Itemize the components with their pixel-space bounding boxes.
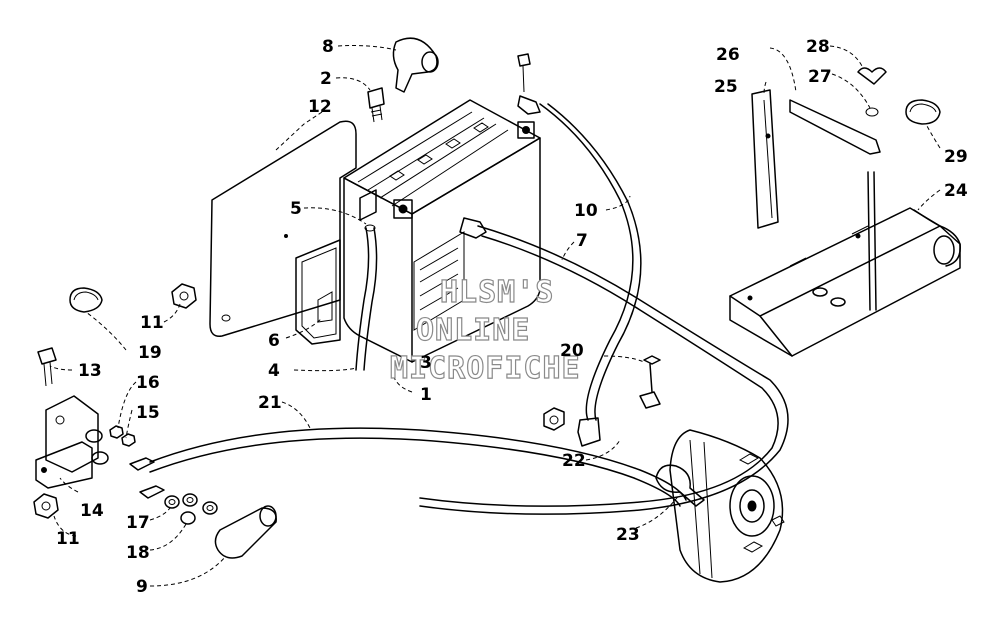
small-nut xyxy=(109,425,136,447)
callout-13: 13 xyxy=(78,361,102,381)
watermark-line-3: MICROFICHE xyxy=(390,351,581,386)
callout-9: 9 xyxy=(136,577,148,597)
hold-down-rod xyxy=(789,99,881,311)
callout-3: 3 xyxy=(420,353,432,373)
callout-26: 26 xyxy=(716,45,740,65)
callout-29: 29 xyxy=(944,147,968,167)
watermark-line-2: ONLINE xyxy=(416,313,530,348)
clip-right xyxy=(905,99,941,125)
callout-5: 5 xyxy=(290,199,302,219)
battery xyxy=(343,99,541,363)
callout-20: 20 xyxy=(560,341,584,361)
callout-6: 6 xyxy=(268,331,280,351)
callout-11-lower: 11 xyxy=(56,529,80,549)
callout-7: 7 xyxy=(576,231,588,251)
terminal-screw xyxy=(517,53,531,93)
starter-motor xyxy=(669,429,785,583)
callout-12: 12 xyxy=(308,97,332,117)
callout-22: 22 xyxy=(562,451,586,471)
callout-8: 8 xyxy=(322,37,334,57)
callout-23: 23 xyxy=(616,525,640,545)
negative-cable xyxy=(517,95,642,447)
solenoid-bolt xyxy=(37,347,57,387)
clip-left xyxy=(69,287,103,313)
starter-solenoid xyxy=(35,395,165,499)
nut-lower xyxy=(33,493,59,519)
callout-19: 19 xyxy=(138,343,162,363)
washers xyxy=(164,493,218,525)
starter-terminal-hardware xyxy=(543,355,661,431)
callout-11-upper: 11 xyxy=(140,313,164,333)
solenoid-terminal-boot xyxy=(214,505,277,559)
battery-cover-panel xyxy=(209,120,357,337)
watermark: HLSM'S ONLINE MICROFICHE xyxy=(389,274,581,386)
callout-17: 17 xyxy=(126,513,150,533)
starter-cable xyxy=(149,427,687,507)
callout-16: 16 xyxy=(136,373,160,393)
wing-nut xyxy=(857,67,887,117)
battery-bracket xyxy=(295,239,341,345)
terminal-boot xyxy=(392,37,439,93)
callout-15: 15 xyxy=(136,403,160,423)
callout-27: 27 xyxy=(808,67,832,87)
watermark-line-1: HLSM'S xyxy=(440,275,554,310)
positive-cable xyxy=(419,217,789,515)
callout-18: 18 xyxy=(126,543,150,563)
callout-21: 21 xyxy=(258,393,282,413)
callout-4: 4 xyxy=(268,361,280,381)
hold-down-strap xyxy=(751,89,779,229)
callout-2: 2 xyxy=(320,69,332,89)
callout-24: 24 xyxy=(944,181,968,201)
leader-lines xyxy=(49,45,941,587)
callout-1: 1 xyxy=(420,385,432,405)
cable-clamp xyxy=(655,464,705,507)
callout-28: 28 xyxy=(806,37,830,57)
callout-14: 14 xyxy=(80,501,104,521)
callout-25: 25 xyxy=(714,77,738,97)
terminal-bolt xyxy=(367,87,385,123)
callout-labels: 1 2 3 4 5 6 7 8 9 10 11 11 12 13 14 15 1… xyxy=(56,37,968,597)
battery-tray xyxy=(729,207,961,357)
callout-10: 10 xyxy=(574,201,598,221)
vent-tube xyxy=(355,224,378,371)
nut-upper xyxy=(171,283,197,309)
